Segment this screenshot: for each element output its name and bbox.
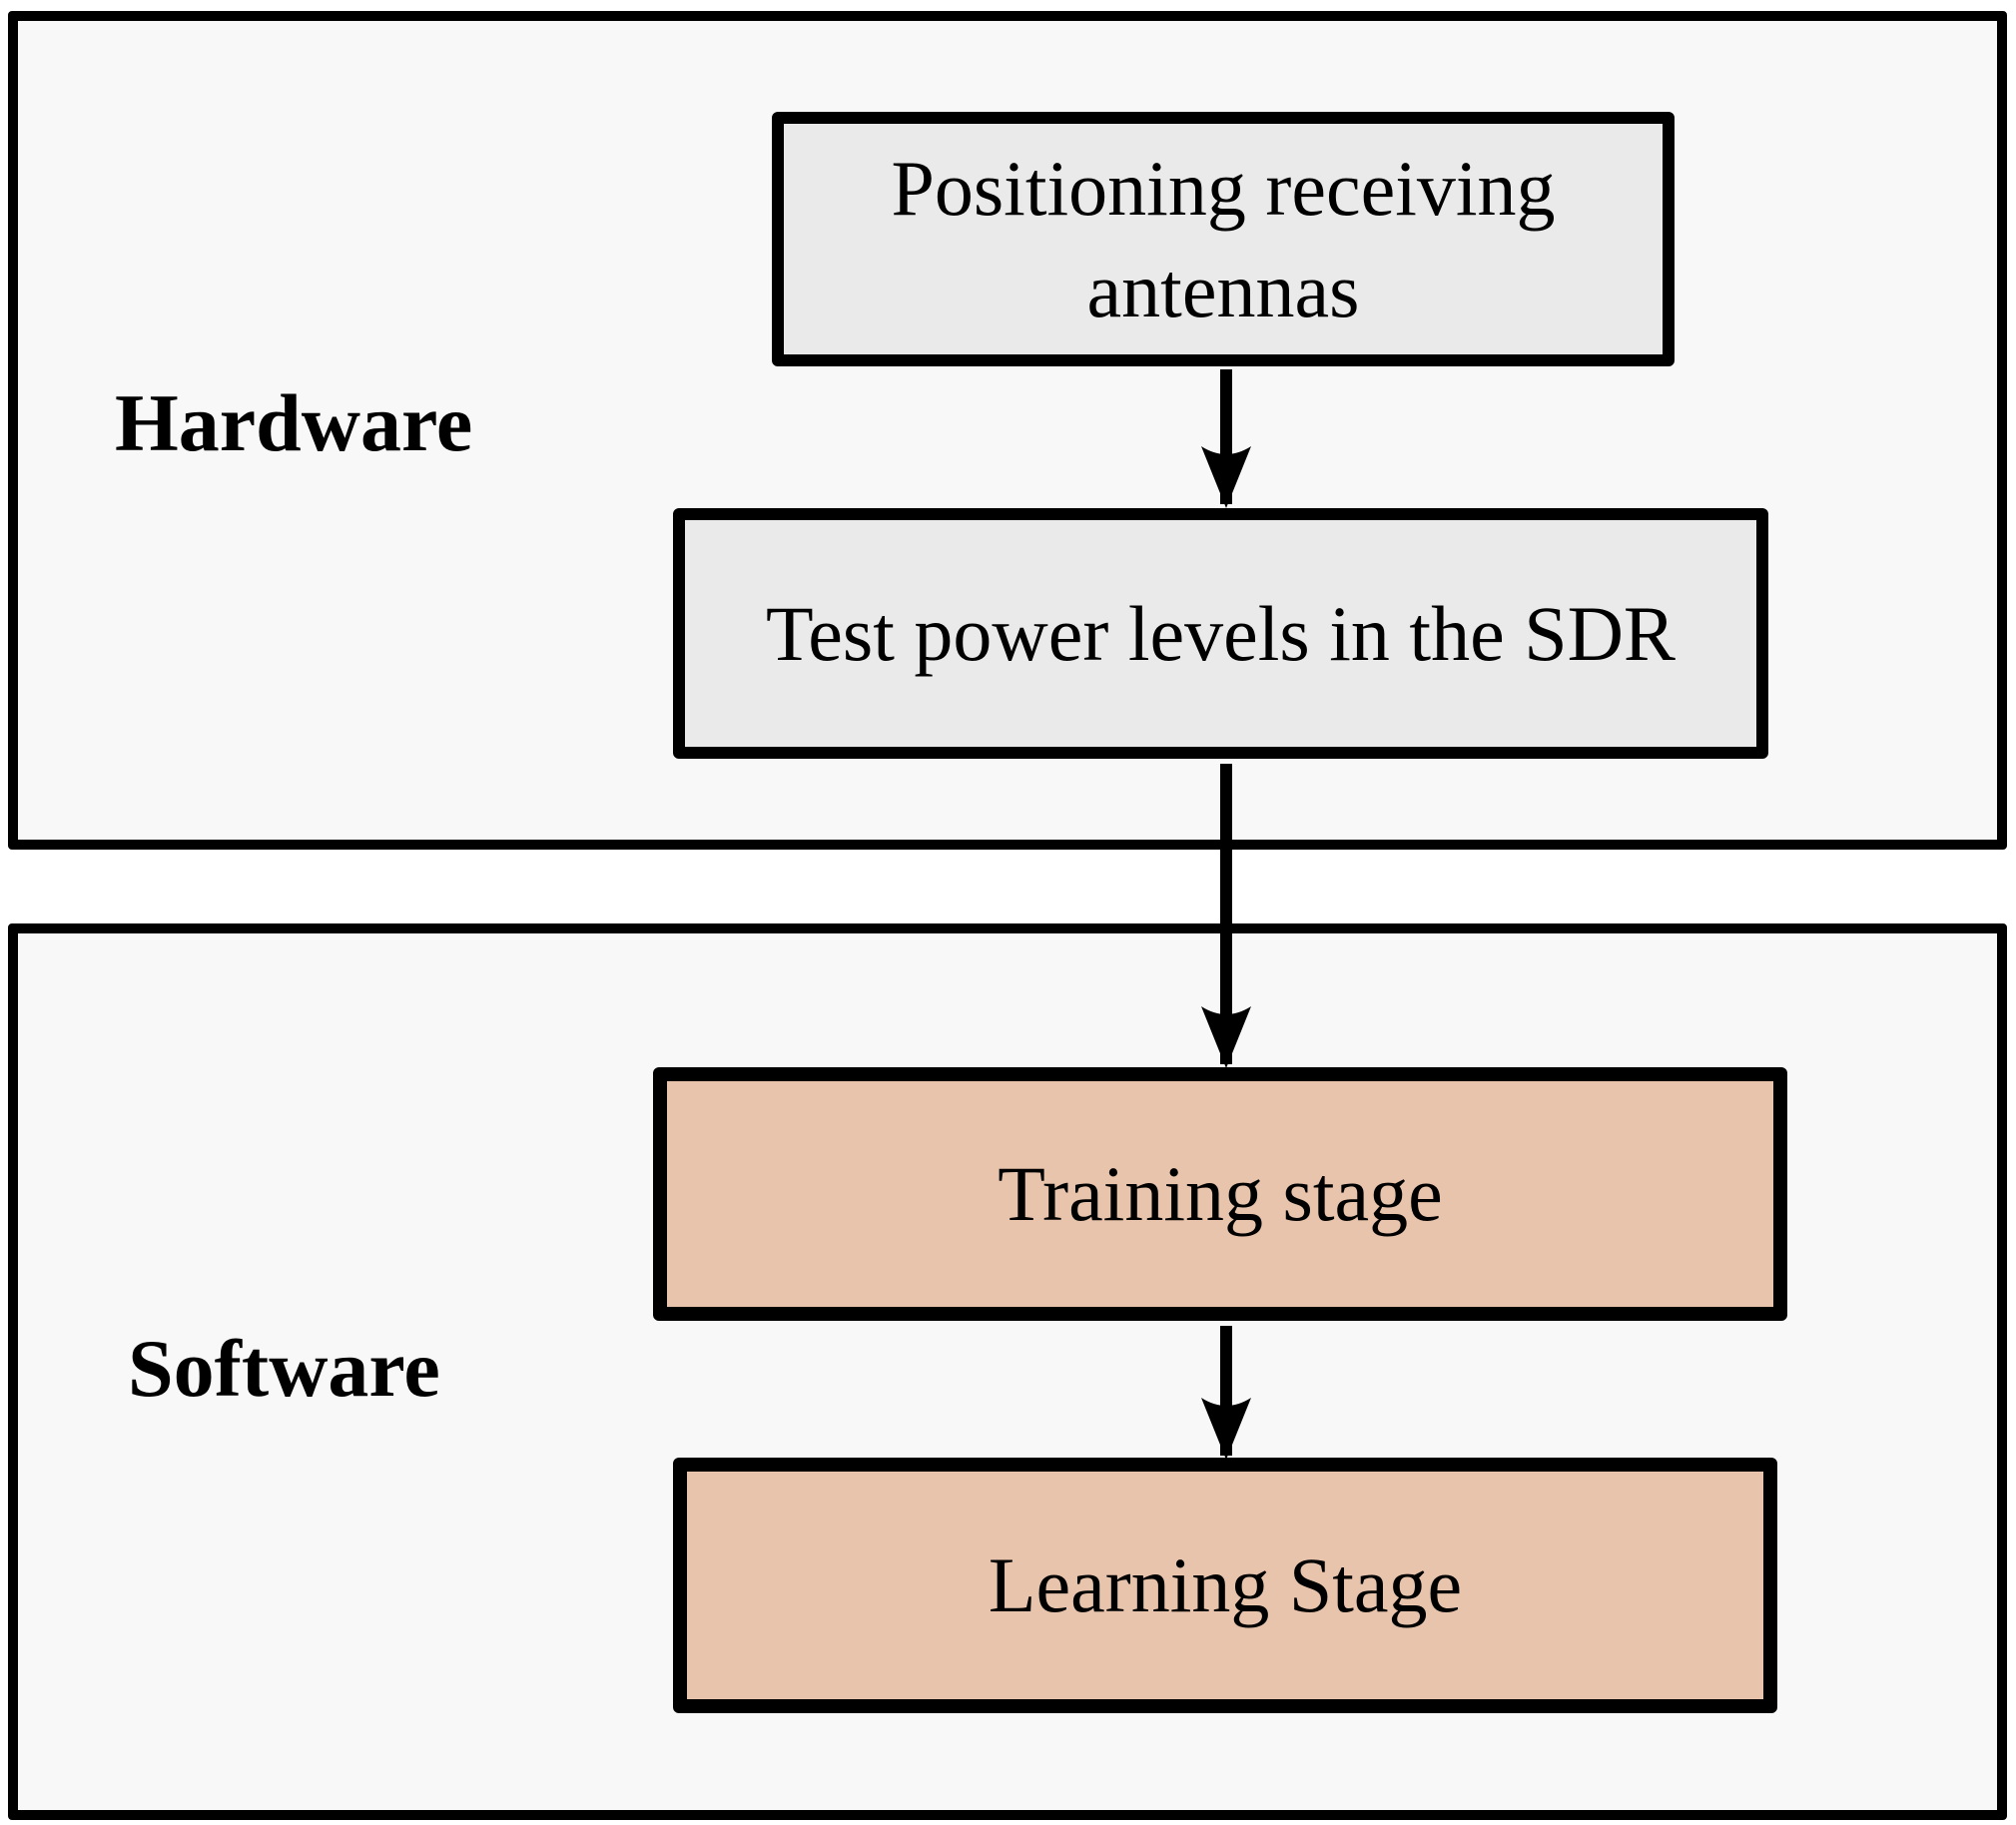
node-learning-stage: Learning Stage bbox=[673, 1458, 1777, 1713]
node-test-power-levels-sdr: Test power levels in the SDR bbox=[673, 508, 1768, 759]
software-section-label: Software bbox=[128, 1323, 440, 1414]
node-training-stage: Training stage bbox=[653, 1067, 1787, 1321]
hardware-section-label: Hardware bbox=[115, 377, 473, 468]
node-positioning-receiving-antennas: Positioning receiving antennas bbox=[772, 112, 1675, 366]
